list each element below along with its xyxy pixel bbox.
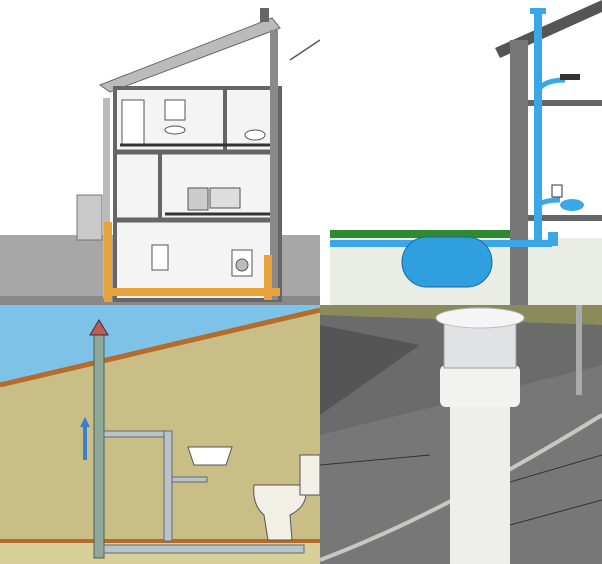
house-plumbing-cross-section-icon bbox=[0, 0, 320, 305]
septic-tank-vent-diagram-icon bbox=[320, 0, 602, 305]
bathroom-vent-diagram bbox=[0, 305, 320, 564]
house-cross-section-illustration bbox=[0, 0, 320, 305]
roof-vent-photo bbox=[320, 305, 602, 564]
roof-vent-pipe-photo-icon bbox=[320, 305, 602, 564]
septic-vent-diagram bbox=[320, 0, 602, 305]
bathroom-vent-stack-diagram-icon bbox=[0, 305, 320, 564]
